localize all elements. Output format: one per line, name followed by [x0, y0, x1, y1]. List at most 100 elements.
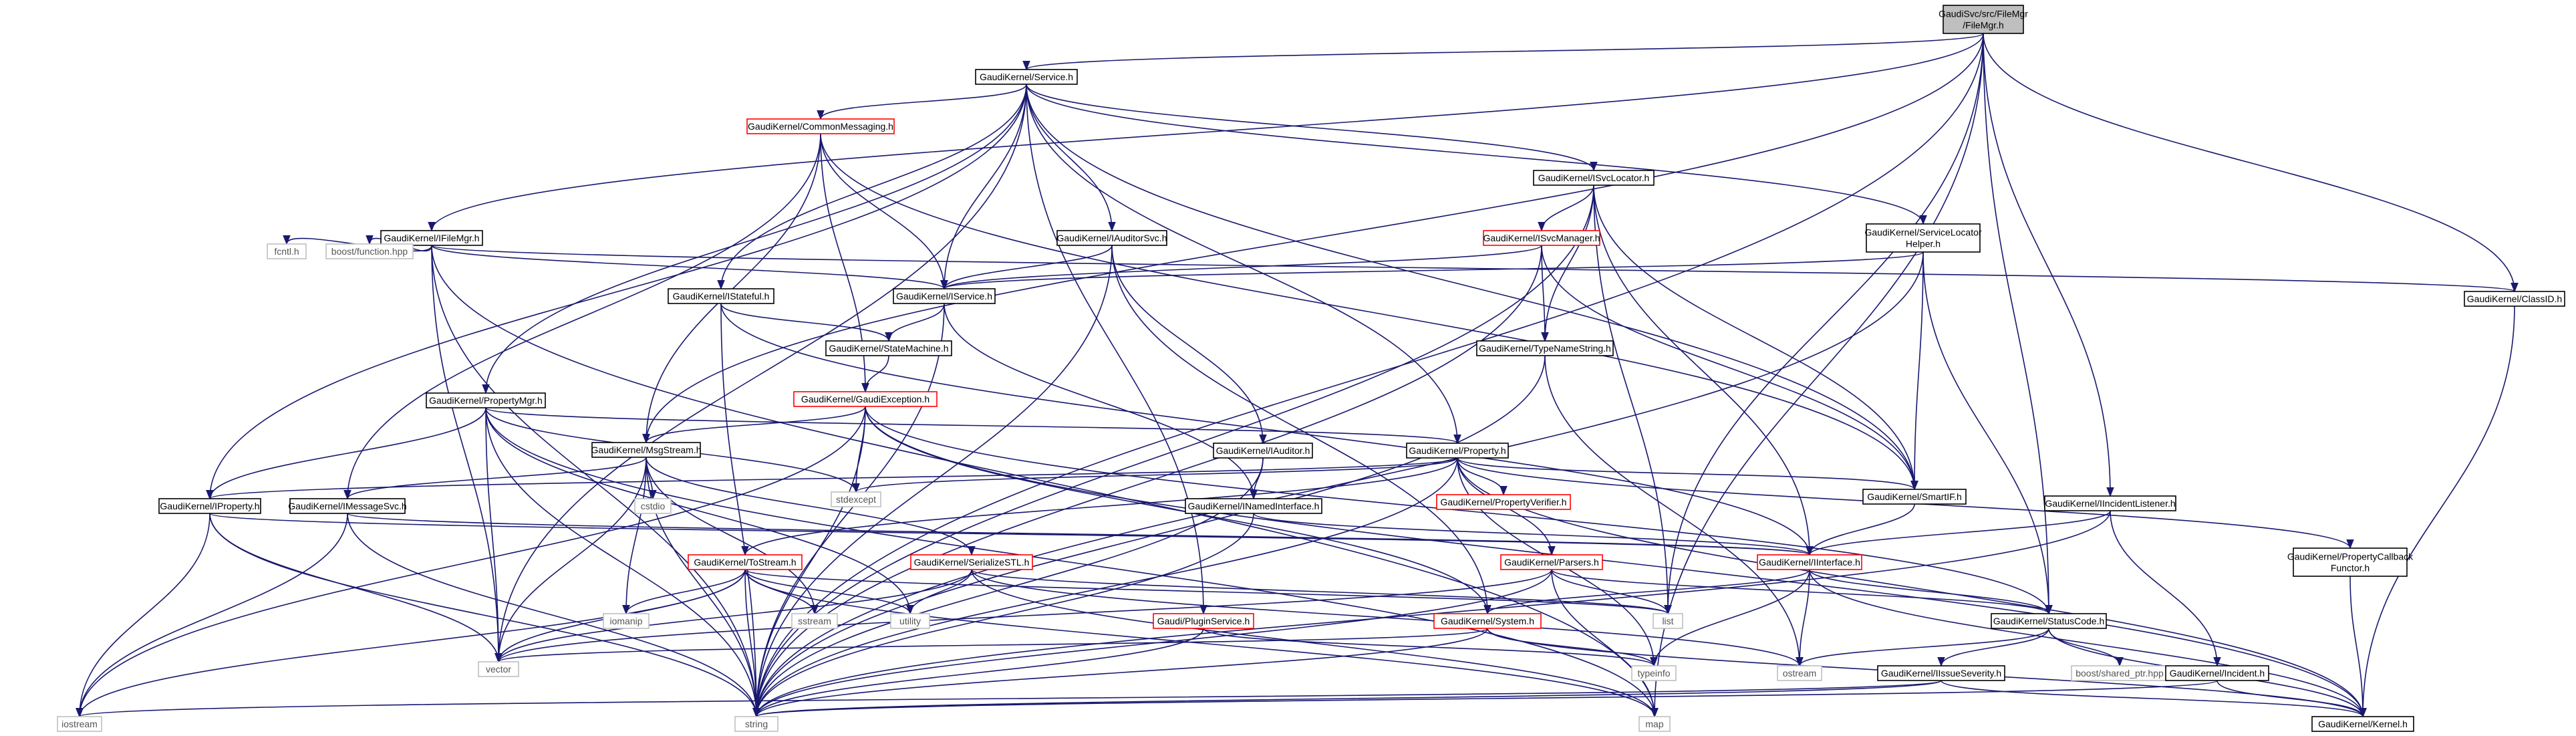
- node-statuscode-h[interactable]: GaudiKernel/StatusCode.h: [1991, 613, 2107, 629]
- node-iissueseverity-h[interactable]: GaudiKernel/IIssueSeverity.h: [1877, 665, 2005, 681]
- node-label: GaudiKernel/IProperty.h: [160, 501, 259, 511]
- edge-istateful_h-to-statemachine_h: [720, 303, 893, 342]
- node-service-h[interactable]: GaudiKernel/Service.h: [975, 69, 1078, 85]
- edge-ifilemgr_h-to-vector: [431, 245, 503, 663]
- node-inamedinterface-h[interactable]: GaudiKernel/INamedInterface.h: [1185, 498, 1322, 514]
- node-sstream: sstream: [791, 613, 838, 629]
- node-label: GaudiKernel/PropertyVerifier.h: [1440, 497, 1566, 507]
- edge-propertymgr_h-to-iproperty_h: [206, 407, 486, 500]
- node-tostream-h[interactable]: GaudiKernel/ToStream.h: [688, 554, 803, 570]
- edge-filemgr_h-to-iincidentlistener_h: [1983, 33, 2114, 497]
- node-box: [267, 243, 307, 259]
- node-statemachine-h[interactable]: GaudiKernel/StateMachine.h: [825, 340, 952, 356]
- edge-propertymgr_h-to-map: [485, 407, 1659, 718]
- node-label: iostream: [61, 719, 98, 729]
- node-box: [1862, 489, 1967, 505]
- node-label: GaudiKernel/IAuditor.h: [1216, 445, 1310, 456]
- edge-ifilemgr_h-to-iservice_h: [431, 245, 948, 290]
- node-label: Gaudi/PluginService.h: [1157, 616, 1250, 626]
- node-label: utility: [899, 616, 921, 626]
- node-propertymgr-h[interactable]: GaudiKernel/PropertyMgr.h: [426, 392, 546, 408]
- node-smartif-h[interactable]: GaudiKernel/SmartIF.h: [1862, 489, 1967, 505]
- node-string: string: [734, 716, 778, 732]
- node-system-h[interactable]: GaudiKernel/System.h: [1433, 613, 1542, 629]
- node-iproperty-h[interactable]: GaudiKernel/IProperty.h: [158, 498, 261, 514]
- edge-propertymgr_h-to-utility: [485, 407, 914, 615]
- edge-smartif_h-to-iinterface_h: [1806, 503, 1915, 556]
- node-ifilemgr-h[interactable]: GaudiKernel/IFileMgr.h: [380, 230, 483, 246]
- node-commonmessaging-h[interactable]: GaudiKernel/CommonMessaging.h: [746, 118, 895, 134]
- edge-iauditorsvc_h-to-string: [752, 245, 1113, 718]
- edge-gaudiexception_h-to-iostream: [76, 406, 866, 718]
- edge-isvclocator_h-to-smartif_h: [1593, 185, 1918, 491]
- edge-parsers_h-to-statuscode_h: [1551, 569, 2053, 615]
- edge-typenamestring_h-to-ostream: [1544, 355, 1804, 667]
- node-pluginservice-h[interactable]: Gaudi/PluginService.h: [1153, 613, 1254, 629]
- node-gaudiexception-h[interactable]: GaudiKernel/GaudiException.h: [793, 391, 938, 407]
- edge-iproperty_h-to-string: [209, 513, 760, 718]
- node-isvclocator-h[interactable]: GaudiKernel/ISvcLocator.h: [1533, 170, 1655, 186]
- edge-iproperty_h-to-iostream: [76, 513, 210, 718]
- node-iauditor-h[interactable]: GaudiKernel/IAuditor.h: [1213, 443, 1313, 459]
- node-box: [380, 230, 483, 246]
- node-label: GaudiKernel/PropertyCallback: [2287, 551, 2414, 562]
- header-nodes: GaudiSvc/src/FileMgr/FileMgr.hGaudiKerne…: [57, 5, 2565, 732]
- node-isvcmanager-h[interactable]: GaudiKernel/ISvcManager.h: [1483, 230, 1600, 246]
- node-vector: vector: [478, 661, 519, 677]
- edge-tostream_h-to-iomanip: [622, 569, 746, 615]
- edge-iinterface_h-to-typeinfo: [1650, 569, 1810, 667]
- node-kernel-h[interactable]: GaudiKernel/Kernel.h: [2311, 716, 2414, 732]
- node-iservice-h[interactable]: GaudiKernel/IService.h: [893, 288, 996, 304]
- node-label: GaudiKernel/IService.h: [896, 291, 992, 301]
- node-box: [1406, 443, 1509, 459]
- node-iincident-h[interactable]: GaudiKernel/Incident.h: [2165, 665, 2269, 681]
- edge-tostream_h-to-list: [744, 569, 1672, 615]
- node-iincidentlistener-h[interactable]: GaudiKernel/IIncidentListener.h: [2044, 495, 2176, 511]
- edge-gaudiexception_h-to-stdexcept: [852, 406, 866, 493]
- node-msgstream-h[interactable]: GaudiKernel/MsgStream.h: [591, 442, 702, 458]
- edge-gaudiexception_h-to-kernel_h: [865, 406, 2367, 718]
- edge-imessagesvc_h-to-string: [347, 513, 760, 718]
- node-label: GaudiKernel/CommonMessaging.h: [748, 121, 893, 132]
- node-label: GaudiKernel/Property.h: [1409, 445, 1506, 456]
- node-box: [910, 554, 1033, 570]
- node-label: GaudiKernel/ClassID.h: [2467, 293, 2562, 304]
- edge-gaudiexception_h-to-msgstream_h: [642, 406, 866, 444]
- edge-isvclocator_h-to-typenamestring_h: [1541, 185, 1594, 342]
- node-box: [890, 613, 930, 629]
- node-box: [591, 442, 701, 458]
- node-serializestl-h[interactable]: GaudiKernel/SerializeSTL.h: [910, 554, 1033, 570]
- node-classid-h[interactable]: GaudiKernel/ClassID.h: [2464, 291, 2565, 307]
- edge-tostream_h-to-string: [744, 569, 760, 718]
- edge-iinterface_h-to-kernel_h: [1809, 569, 2367, 718]
- node-imessagesvc-h[interactable]: GaudiKernel/IMessageSvc.h: [288, 498, 407, 514]
- edge-classid_h-to-kernel_h: [2359, 305, 2515, 718]
- node-box: [158, 498, 261, 514]
- node-label: cstdio: [641, 501, 666, 511]
- node-boost-shared-ptr-hpp: boost/shared_ptr.hpp: [2071, 665, 2168, 681]
- node-label: GaudiKernel/Kernel.h: [2318, 719, 2408, 729]
- edge-pluginservice_h-to-string: [752, 628, 1204, 718]
- node-parsers-h[interactable]: GaudiKernel/Parsers.h: [1500, 554, 1603, 570]
- node-label: GaudiKernel/IInterface.h: [1759, 557, 1860, 568]
- node-typenamestring-h[interactable]: GaudiKernel/TypeNameString.h: [1476, 340, 1614, 356]
- node-propertyverifier-h[interactable]: GaudiKernel/PropertyVerifier.h: [1436, 494, 1571, 510]
- edge-service_h-to-vector: [494, 84, 1027, 663]
- edge-gaudiexception_h-to-system_h: [865, 406, 1491, 615]
- edge-gaudiexception_h-to-statuscode_h: [865, 406, 2053, 615]
- edge-msgstream_h-to-serializestl_h: [646, 457, 976, 556]
- node-istateful-h[interactable]: GaudiKernel/IStateful.h: [668, 288, 774, 304]
- node-property-h[interactable]: GaudiKernel/Property.h: [1406, 443, 1509, 459]
- node-iinterface-h[interactable]: GaudiKernel/IInterface.h: [1757, 554, 1862, 570]
- node-filemgr-h[interactable]: GaudiSvc/src/FileMgr/FileMgr.h: [1939, 5, 2028, 34]
- edge-filemgr_h-to-msgstream_h: [642, 33, 1984, 444]
- edge-statuscode_h-to-iissueseverity_h: [1937, 628, 2049, 667]
- edge-tostream_h-to-iostream: [76, 569, 746, 718]
- edge-inamedinterface_h-to-iinterface_h: [1253, 513, 1814, 556]
- edge-isvcmanager_h-to-typenamestring_h: [1541, 245, 1549, 342]
- node-iauditorsvc-h[interactable]: GaudiKernel/IAuditorSvc.h: [1056, 230, 1167, 246]
- node-label: vector: [486, 664, 511, 674]
- edge-iincidentlistener_h-to-iincident_h: [2110, 510, 2221, 667]
